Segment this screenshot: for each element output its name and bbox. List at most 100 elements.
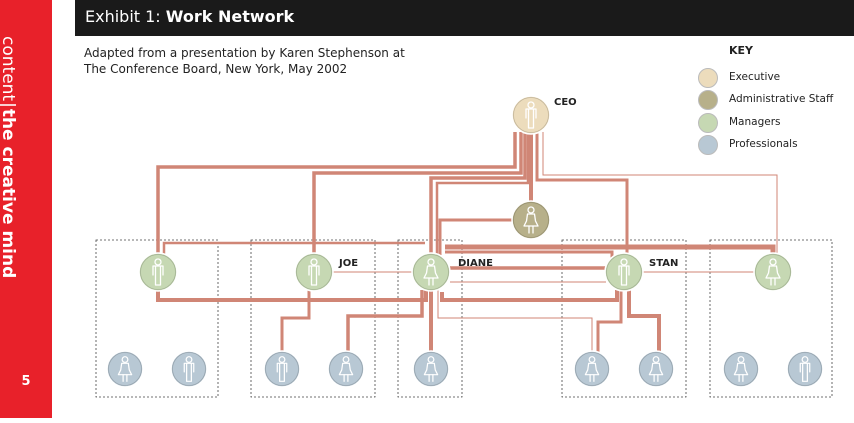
node-rim xyxy=(172,352,206,386)
node-professional-female-icon xyxy=(106,350,144,388)
node-circle xyxy=(511,95,551,135)
woman-icon xyxy=(117,356,133,382)
label-joe: JOE xyxy=(338,258,358,269)
link-ceo-stan xyxy=(535,132,629,255)
node-circle xyxy=(637,350,675,388)
node-rim xyxy=(108,352,142,386)
node-rim xyxy=(788,352,822,386)
link-diane-professional xyxy=(437,290,593,352)
group-box xyxy=(561,239,687,398)
node-circle xyxy=(573,350,611,388)
link-stan-professional xyxy=(627,290,661,352)
link-manager-bus xyxy=(440,290,619,302)
man-icon xyxy=(799,356,811,382)
node-professional-female-icon xyxy=(573,350,611,388)
link-ceo-diane xyxy=(435,132,530,255)
link-ceo-joe xyxy=(312,132,523,258)
node-joe-male-icon xyxy=(294,252,334,292)
woman-icon xyxy=(584,356,600,382)
link-ceo-manager xyxy=(542,132,778,255)
link-stan-professional xyxy=(596,290,623,352)
node-circle xyxy=(604,252,644,292)
source-line-1: Adapted from a presentation by Karen Ste… xyxy=(84,46,405,60)
network-nodes xyxy=(106,95,824,388)
node-ceo-male-icon xyxy=(511,95,551,135)
node-professional-male-icon xyxy=(170,350,208,388)
legend-label: Professionals xyxy=(729,138,798,150)
node-circle xyxy=(411,252,451,292)
node-circle xyxy=(786,350,824,388)
exhibit-name: Work Network xyxy=(165,7,295,26)
woman-icon xyxy=(523,206,539,234)
legend-label: Executive xyxy=(729,71,781,83)
source-note: Adapted from a presentation by Karen Ste… xyxy=(84,45,405,77)
node-circle xyxy=(412,350,450,388)
link-ceo-diane xyxy=(429,132,527,255)
node-manager-male-icon xyxy=(138,252,178,292)
node-professional-female-icon xyxy=(412,350,450,388)
sidebar: content|the creative mind 5 xyxy=(0,0,52,418)
woman-icon xyxy=(648,356,664,382)
network-links xyxy=(156,132,778,352)
woman-icon xyxy=(765,258,781,286)
node-circle xyxy=(327,350,365,388)
legend-label: Administrative Staff xyxy=(729,93,834,105)
node-circle xyxy=(138,252,178,292)
label-diane: DIANE xyxy=(458,258,493,269)
node-professional-female-icon xyxy=(722,350,760,388)
label-ceo: CEO xyxy=(554,97,577,108)
node-rim xyxy=(413,254,449,290)
node-manager-female-icon xyxy=(753,252,793,292)
man-icon xyxy=(152,258,164,286)
node-rim xyxy=(724,352,758,386)
woman-icon xyxy=(733,356,749,382)
node-professional-male-icon xyxy=(786,350,824,388)
woman-icon xyxy=(338,356,354,382)
man-icon xyxy=(525,101,537,129)
source-line-2: The Conference Board, New York, May 2002 xyxy=(84,62,348,76)
node-circle xyxy=(722,350,760,388)
node-circle xyxy=(170,350,208,388)
node-rim xyxy=(513,97,549,133)
legend-label: Managers xyxy=(729,116,781,128)
man-icon xyxy=(183,356,195,382)
link-manager-bus xyxy=(445,250,614,258)
node-rim xyxy=(755,254,791,290)
legend-swatch-managers xyxy=(698,113,718,133)
node-diane-female-icon xyxy=(411,252,451,292)
man-icon xyxy=(308,258,320,286)
header-bar: Exhibit 1: Work Network xyxy=(75,0,854,36)
node-rim xyxy=(265,352,299,386)
legend-swatch-executive xyxy=(698,68,718,88)
woman-icon xyxy=(423,258,439,286)
legend-swatch-professionals xyxy=(698,135,718,155)
node-professional-female-icon xyxy=(637,350,675,388)
woman-icon xyxy=(423,356,439,382)
node-professional-female-icon xyxy=(327,350,365,388)
node-rim xyxy=(329,352,363,386)
node-circle xyxy=(263,350,301,388)
node-rim xyxy=(513,202,549,238)
node-circle xyxy=(753,252,793,292)
node-stan-male-icon xyxy=(604,252,644,292)
label-stan: STAN xyxy=(649,258,678,269)
node-circle xyxy=(511,200,551,240)
node-circle xyxy=(106,350,144,388)
node-admin-female-icon xyxy=(511,200,551,240)
man-icon xyxy=(276,356,288,382)
node-professional-male-icon xyxy=(263,350,301,388)
node-rim xyxy=(140,254,176,290)
link-ceo-manager xyxy=(156,132,517,258)
node-circle xyxy=(294,252,334,292)
exhibit-prefix: Exhibit 1: xyxy=(85,7,166,26)
node-rim xyxy=(575,352,609,386)
man-icon xyxy=(618,258,630,286)
exhibit-title: Exhibit 1: Work Network xyxy=(85,7,294,27)
legend-title: KEY xyxy=(729,44,754,57)
link-manager-bus xyxy=(156,288,428,302)
link-admin-diane xyxy=(438,218,513,255)
link-manager-bus xyxy=(162,241,425,255)
link-diane-professional xyxy=(346,290,424,352)
group-box xyxy=(709,239,833,398)
